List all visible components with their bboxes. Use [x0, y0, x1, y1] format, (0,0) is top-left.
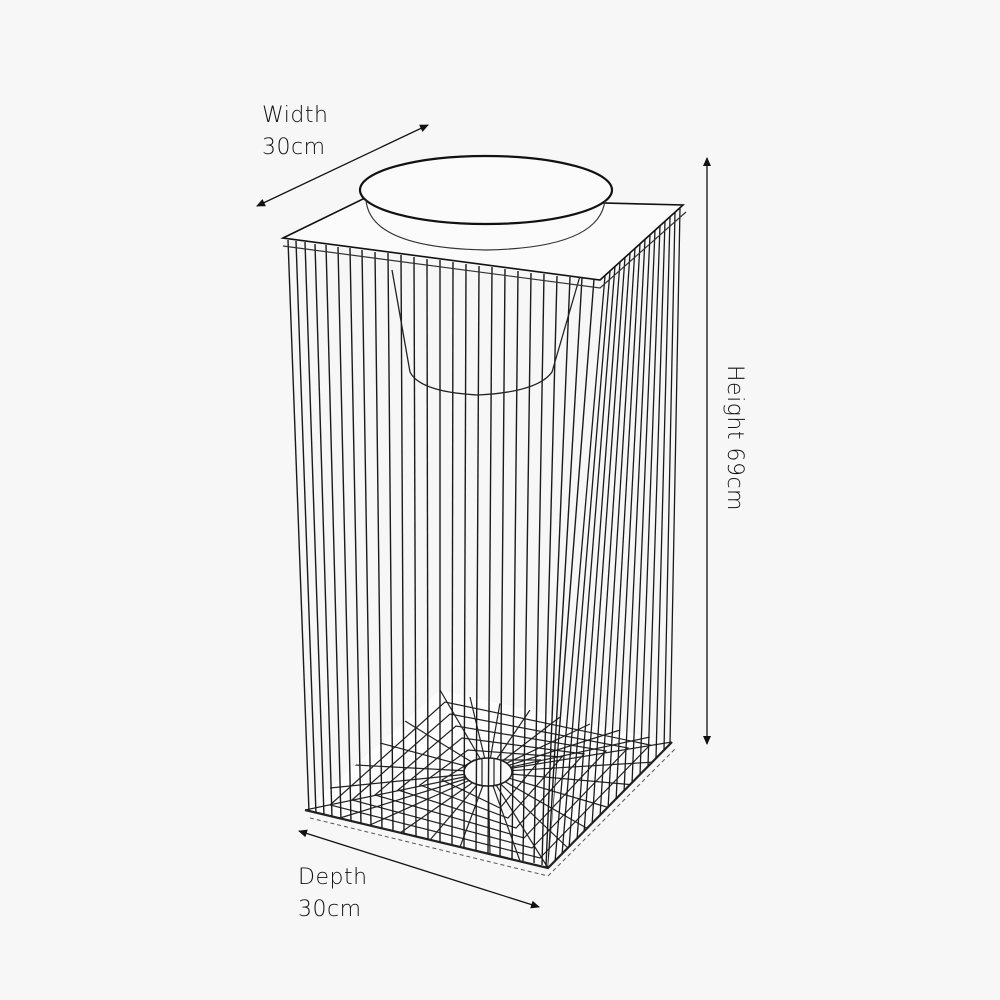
pot-rim: [358, 154, 614, 251]
depth-name: Depth: [298, 865, 368, 890]
depth-value: 30cm: [298, 897, 362, 922]
width-value: 30cm: [262, 135, 326, 160]
depth-dimension-label: Depth 30cm: [298, 862, 368, 926]
height-text: Height 69cm: [722, 365, 747, 511]
width-arrow: [256, 124, 429, 207]
width-dimension-label: Width 30cm: [262, 100, 328, 164]
right-face-wires: [554, 207, 681, 863]
pot: [391, 269, 581, 396]
height-dimension-label: Height 69cm: [718, 365, 750, 511]
top-plate: [280, 196, 687, 289]
depth-arrow: [298, 829, 540, 909]
width-name: Width: [262, 103, 329, 128]
left-face-wires: [287, 239, 595, 868]
